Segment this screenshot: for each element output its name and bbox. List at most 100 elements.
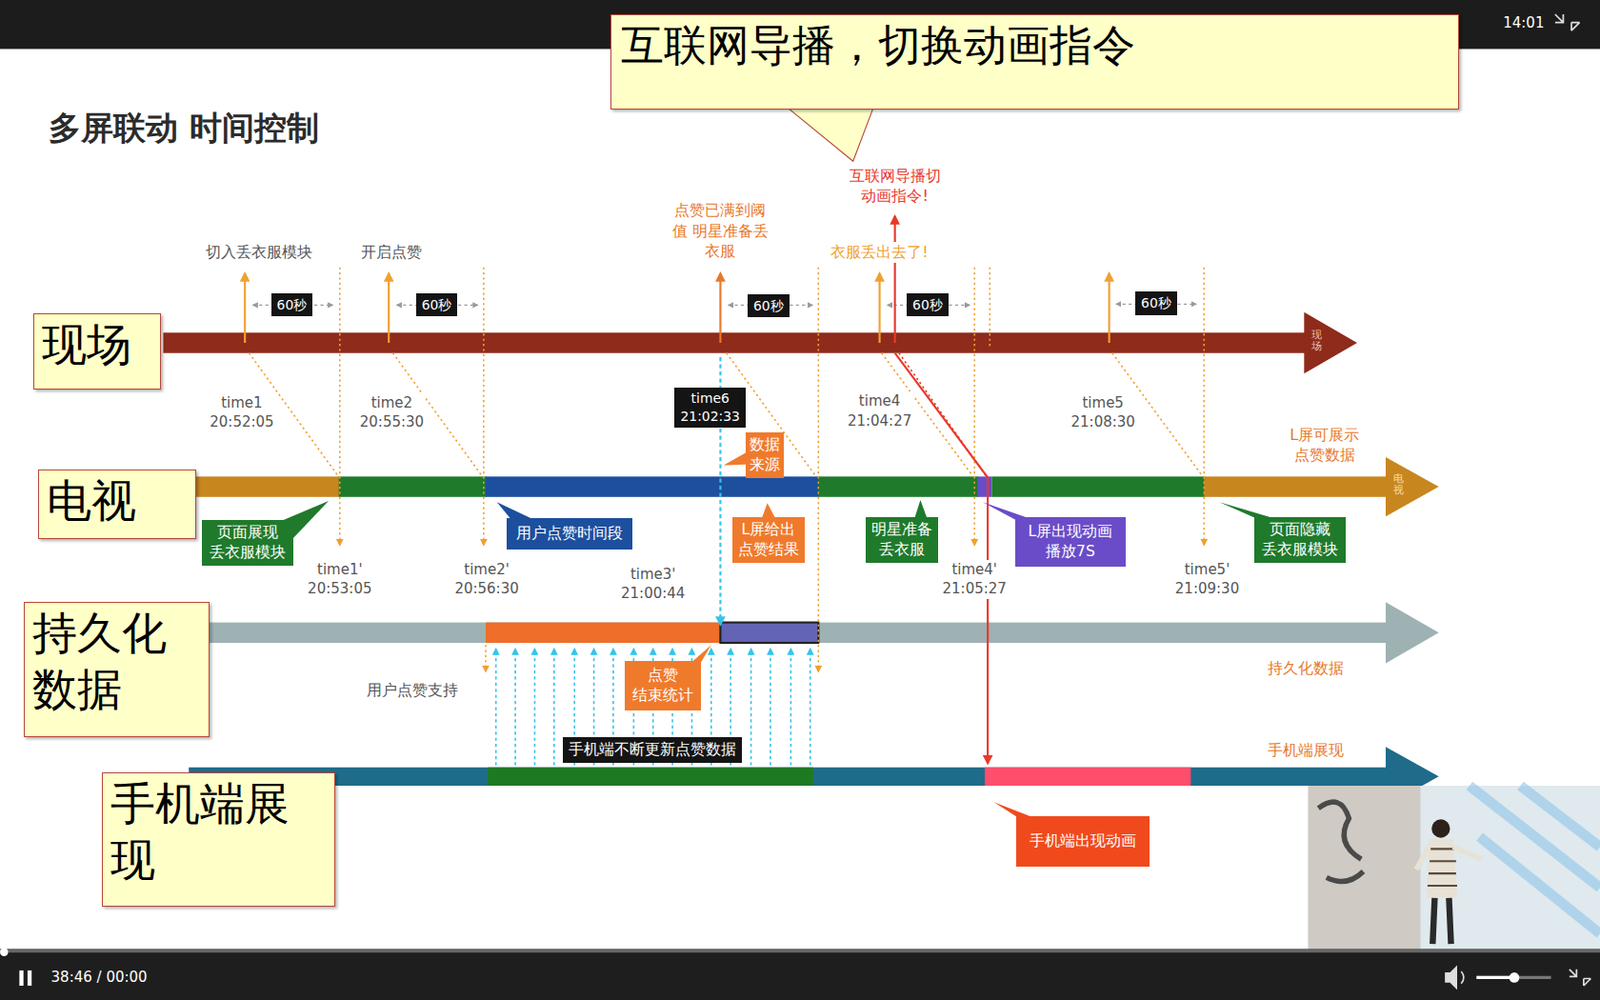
event-label: 点赞已满到阈值 明星准备丢衣服 bbox=[669, 200, 771, 262]
phone-timeline bbox=[188, 767, 1388, 786]
event-label: 开启点赞 bbox=[359, 241, 424, 263]
data-arrow bbox=[790, 648, 793, 765]
command-arrow bbox=[894, 216, 897, 343]
persist-timeline bbox=[194, 622, 1389, 643]
arrow-label: 现场 bbox=[1311, 329, 1322, 353]
tv-timeline bbox=[339, 476, 487, 497]
status-box: 手机端出现动画 bbox=[1016, 816, 1150, 867]
time-label: time1 20:52:05 bbox=[207, 393, 276, 433]
data-arrow bbox=[514, 648, 517, 765]
node-text: 60秒 bbox=[753, 297, 784, 316]
timer-box: 60秒 bbox=[416, 293, 459, 318]
sync-line bbox=[973, 267, 976, 545]
node-text: 手机端不断更新点赞数据 bbox=[568, 740, 737, 760]
live-timeline bbox=[1303, 312, 1358, 374]
callout-pointer bbox=[780, 101, 877, 161]
speaker-video bbox=[1318, 801, 1363, 882]
node-text: 现场 bbox=[41, 317, 153, 374]
speaker-video bbox=[1426, 839, 1458, 899]
live-timeline bbox=[162, 332, 1306, 353]
box-pointer bbox=[270, 451, 1288, 823]
status-box: 页面隐藏 丢衣服模块 bbox=[1254, 517, 1346, 563]
sync-line bbox=[482, 267, 485, 545]
time-label: time4' 21:05:27 bbox=[940, 560, 1009, 600]
phone-timeline bbox=[188, 746, 1440, 806]
tv-timeline bbox=[1203, 476, 1388, 497]
data-arrow bbox=[496, 357, 811, 766]
time-label: time5' 21:09:30 bbox=[1173, 560, 1241, 600]
event-label: 互联网导播切动画指令! bbox=[843, 165, 946, 207]
tv-timeline bbox=[196, 457, 1440, 517]
player-bottom-bar bbox=[0, 947, 1600, 1000]
callout-box: 持久化数据 bbox=[23, 601, 210, 737]
time-label: time4 21:04:27 bbox=[845, 391, 914, 431]
sync-line bbox=[339, 267, 341, 545]
event-label: 切入丢衣服模块 bbox=[203, 241, 315, 263]
phone-timeline bbox=[984, 767, 1191, 786]
player-bottom-bar bbox=[0, 948, 1600, 1000]
data-arrow bbox=[750, 648, 753, 765]
status-box: 用户点赞时间段 bbox=[506, 518, 633, 550]
player-time: 38:46 / 00:00 bbox=[51, 967, 148, 987]
speaker-video bbox=[1308, 785, 1421, 949]
slide-title: 多屏联动 时间控制 bbox=[48, 105, 320, 150]
callout-box: 电视 bbox=[38, 469, 197, 540]
speaker-video bbox=[1427, 848, 1458, 886]
arrow-label: 电视 bbox=[1393, 473, 1404, 497]
node-text: 点赞 结束统计 bbox=[632, 665, 694, 706]
node-text: 页面隐藏 丢衣服模块 bbox=[1261, 520, 1339, 560]
node-text: 页面展现 丢衣服模块 bbox=[209, 522, 286, 563]
callout-box: 互联网导播，切换动画指令 bbox=[610, 14, 1460, 110]
node-text: 手机端出现动画 bbox=[1029, 831, 1137, 852]
node-text: time6 21:02:33 bbox=[680, 389, 740, 426]
note-label: L屏可展示 点赞数据 bbox=[1289, 424, 1360, 466]
note-box: 点赞 结束统计 bbox=[624, 660, 701, 711]
node-text: L屏出现动画 播放7S bbox=[1028, 521, 1114, 562]
event-arrow bbox=[387, 273, 390, 343]
data-arrow bbox=[809, 648, 812, 765]
timer-box: 60秒 bbox=[906, 293, 949, 318]
event-label: 衣服丢出去了! bbox=[828, 241, 930, 263]
player-bottom-bar bbox=[1509, 972, 1520, 983]
node-text: 60秒 bbox=[421, 296, 453, 315]
timer-box: 60秒 bbox=[271, 293, 314, 318]
tv-timeline bbox=[485, 476, 820, 497]
track-label: 持久化数据 bbox=[1267, 658, 1344, 680]
note-box: 数据 来源 bbox=[745, 432, 784, 479]
tv-timeline bbox=[196, 476, 340, 497]
node-text: 互联网导播，切换动画指令 bbox=[620, 19, 1449, 73]
event-arrow bbox=[244, 273, 1110, 343]
tv-timeline bbox=[991, 476, 1205, 497]
callout-box: 现场 bbox=[33, 313, 161, 390]
player-top-bar bbox=[1555, 14, 1580, 31]
event-arrow bbox=[719, 273, 721, 343]
live-timeline bbox=[162, 312, 1358, 374]
persist-timeline bbox=[720, 622, 819, 643]
phone-timeline bbox=[487, 767, 814, 786]
duration-arrow bbox=[253, 303, 1197, 305]
timer-box: 60秒 bbox=[747, 294, 790, 319]
sync-line bbox=[817, 267, 820, 672]
time-label: time3' 21:00:44 bbox=[619, 564, 687, 604]
status-box: 明星准备 丢衣服 bbox=[865, 517, 939, 563]
node-text: 60秒 bbox=[1140, 294, 1172, 313]
node-text: 用户点赞时间段 bbox=[516, 523, 623, 544]
speaker-video bbox=[1416, 846, 1482, 870]
sync-line bbox=[1202, 267, 1205, 545]
player-bottom-bar bbox=[1444, 965, 1458, 991]
player-bottom-bar bbox=[27, 970, 32, 986]
data-arrow bbox=[769, 648, 772, 765]
tv-timeline bbox=[977, 476, 992, 497]
time-label: time1' 20:53:05 bbox=[305, 560, 374, 600]
node-text: 持久化数据 bbox=[32, 605, 201, 719]
player-bottom-bar bbox=[1569, 969, 1592, 986]
player-bottom-bar bbox=[0, 949, 1600, 953]
player-bottom-bar bbox=[1476, 976, 1515, 980]
data-arrow bbox=[534, 648, 537, 765]
sync-line bbox=[988, 267, 991, 348]
note-label: 用户点赞支持 bbox=[364, 680, 460, 701]
status-box: L屏给出 点赞结果 bbox=[732, 517, 805, 563]
clock-text: 14:01 bbox=[1502, 13, 1544, 33]
